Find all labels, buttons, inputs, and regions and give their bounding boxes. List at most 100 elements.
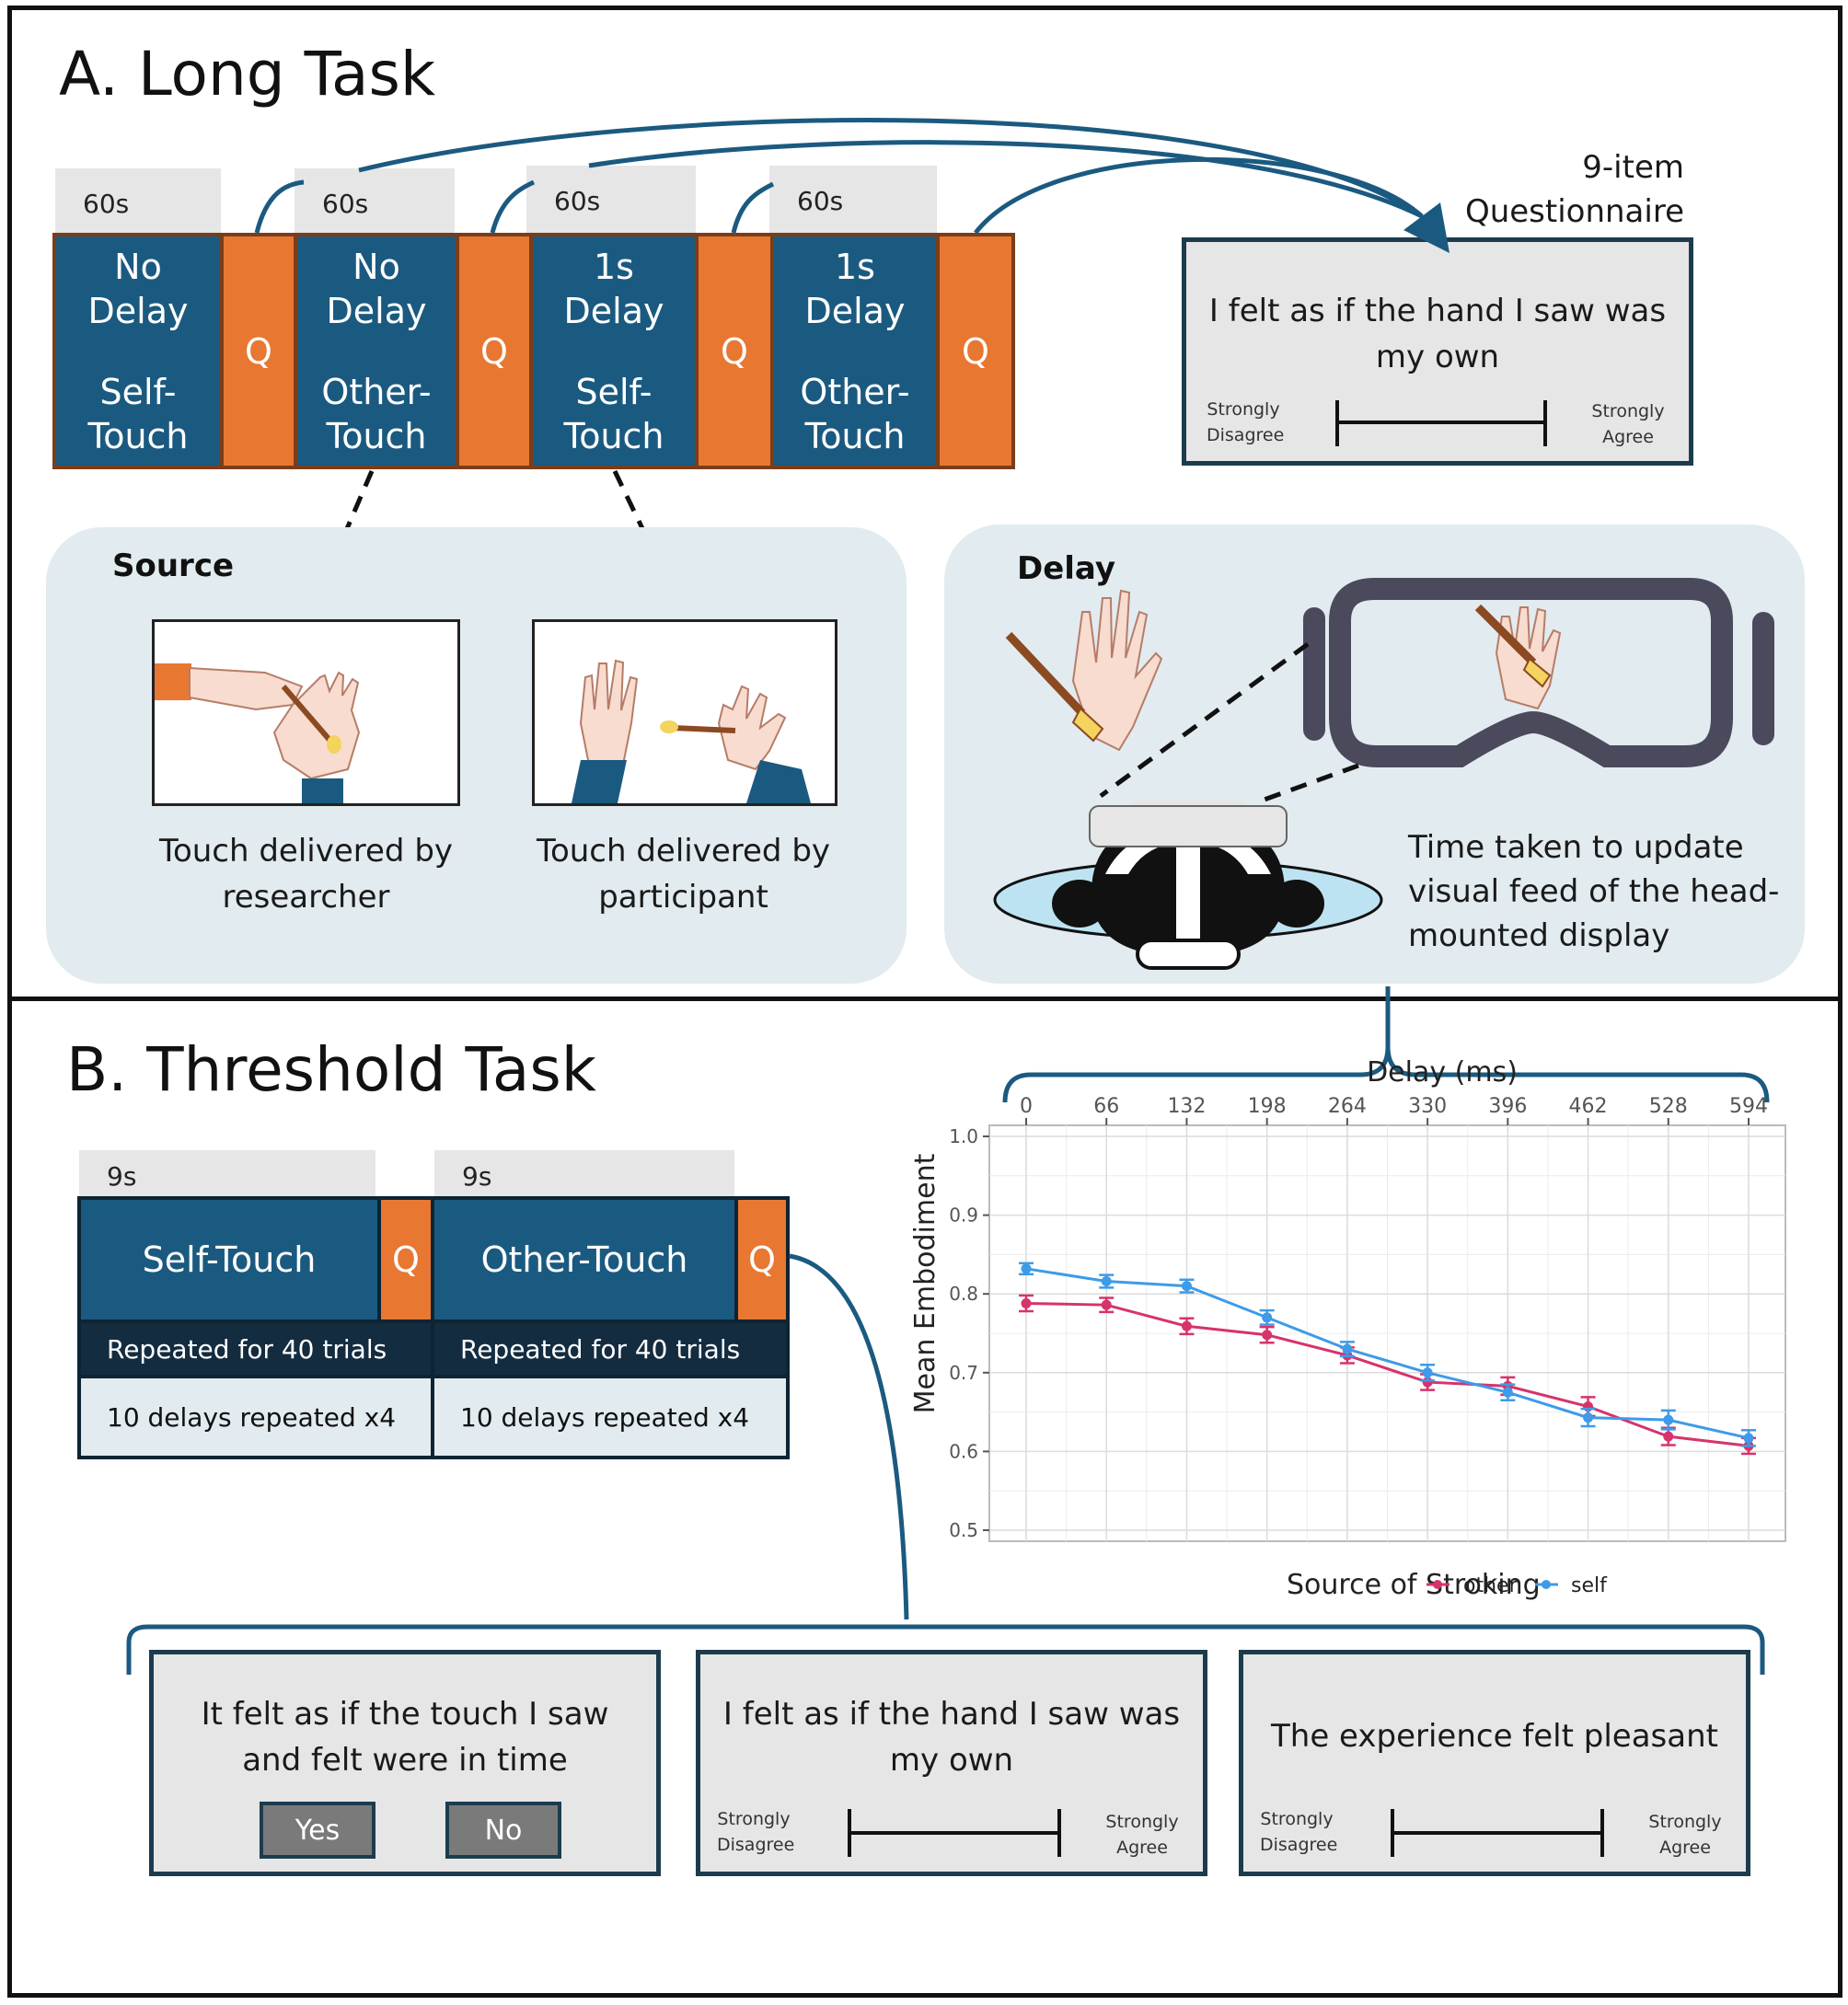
duration-label: 9s bbox=[434, 1150, 734, 1200]
participant-touch-illustration bbox=[532, 619, 837, 806]
scale-left-label: Strongly Disagree bbox=[1260, 1809, 1338, 1855]
question-connector bbox=[126, 1253, 1765, 1675]
scale-right-label: Strongly Agree bbox=[1648, 1812, 1722, 1858]
x-tick-label: 594 bbox=[1729, 1095, 1768, 1118]
data-point-self bbox=[1583, 1412, 1594, 1423]
data-point-self bbox=[1342, 1343, 1353, 1354]
data-point-other bbox=[1021, 1297, 1032, 1308]
data-point-other bbox=[1101, 1299, 1112, 1310]
data-point-other bbox=[1181, 1320, 1192, 1331]
y-tick-label: 0.5 bbox=[949, 1519, 978, 1541]
legend-label-other: other bbox=[1463, 1574, 1519, 1597]
x-tick-label: 198 bbox=[1248, 1095, 1287, 1118]
y-tick-label: 0.6 bbox=[949, 1440, 978, 1462]
participant-top-view-icon bbox=[993, 801, 1383, 970]
legend-item-self: self bbox=[1535, 1574, 1608, 1597]
x-tick-label: 462 bbox=[1569, 1095, 1608, 1118]
delay-caption: Time taken to update visual feed of the … bbox=[1408, 829, 1780, 954]
x-tick-label: 330 bbox=[1408, 1095, 1447, 1118]
x-tick-label: 528 bbox=[1649, 1095, 1688, 1118]
source-panel-title: Source bbox=[112, 547, 235, 584]
caption-participant: Touch delivered by participant bbox=[536, 833, 831, 916]
yes-button[interactable]: Yes bbox=[260, 1802, 375, 1859]
questionnaire-title: 9-item Questionnaire bbox=[1417, 145, 1684, 234]
hand-brush-icon bbox=[155, 663, 361, 803]
x-tick-label: 0 bbox=[1020, 1095, 1033, 1118]
delay-panel-title: Delay bbox=[1017, 550, 1115, 587]
data-point-self bbox=[1101, 1276, 1112, 1287]
scale-left-label: Strongly Disagree bbox=[717, 1809, 795, 1855]
duration-label: 60s bbox=[295, 168, 455, 235]
questionnaire-block: Q bbox=[734, 1196, 790, 1323]
question-own-hand-box: I felt as if the hand I saw was my own S… bbox=[696, 1650, 1207, 1876]
x-tick-label: 396 bbox=[1488, 1095, 1527, 1118]
chart-bracket bbox=[1002, 986, 1770, 1103]
data-point-self bbox=[1262, 1312, 1273, 1323]
data-point-self bbox=[1181, 1281, 1192, 1292]
rating-scale-bar[interactable] bbox=[1335, 400, 1547, 446]
x-tick-label: 264 bbox=[1328, 1095, 1367, 1118]
embodiment-chart: 0.5 0.6 0.7 0.8 0.9 1.0 0 66 132 198 264 330 396 462 5… bbox=[909, 1056, 1786, 1601]
repeat-label: Repeated for 40 trials bbox=[77, 1319, 434, 1378]
no-button[interactable]: No bbox=[445, 1802, 561, 1859]
duration-label: 60s bbox=[526, 166, 696, 235]
rating-scale-bar[interactable] bbox=[848, 1809, 1061, 1857]
data-point-self bbox=[1743, 1433, 1754, 1444]
researcher-touch-illustration bbox=[152, 619, 460, 806]
rating-scale-bar[interactable] bbox=[1391, 1809, 1604, 1857]
question-pleasant-box: The experience felt pleasant Strongly Di… bbox=[1239, 1650, 1750, 1876]
y-tick-label: 0.7 bbox=[949, 1362, 978, 1384]
legend-title: Source of Stroking bbox=[1287, 1569, 1541, 1601]
question-text: my own bbox=[889, 1742, 1014, 1779]
y-axis-label: Mean Embodiment bbox=[909, 1153, 941, 1413]
questionnaire-item-text: I felt as if the hand I saw was my own bbox=[1208, 293, 1667, 375]
vr-headset-icon bbox=[1303, 578, 1774, 767]
scale-right-label: Strongly Agree bbox=[1105, 1812, 1179, 1858]
x-tick-label: 66 bbox=[1093, 1095, 1119, 1118]
data-point-self bbox=[1502, 1387, 1513, 1398]
long-task-title: A. Long Task bbox=[59, 39, 436, 109]
questionnaire-title-line1: 9-item bbox=[1582, 149, 1684, 186]
x-axis-label: Delay (ms) bbox=[1367, 1056, 1518, 1089]
block-self-touch: Self-Touch bbox=[77, 1196, 381, 1323]
question-text: I felt as if the hand I saw was bbox=[722, 1696, 1181, 1733]
x-tick-label: 132 bbox=[1167, 1095, 1206, 1118]
question-text: and felt were in time bbox=[242, 1742, 568, 1779]
hand-brush-icon bbox=[1005, 589, 1163, 752]
delays-label: 10 delays repeated x4 bbox=[431, 1375, 790, 1459]
connector-arcs bbox=[254, 118, 1450, 620]
series-line-other bbox=[1025, 1301, 1750, 1447]
question-in-time-box: It felt as if the touch I saw and felt w… bbox=[149, 1650, 661, 1876]
questionnaire-title-line2: Questionnaire bbox=[1464, 193, 1684, 230]
y-tick-label: 0.8 bbox=[949, 1283, 978, 1305]
threshold-task-frame bbox=[7, 997, 1842, 1998]
threshold-task-title: B. Threshold Task bbox=[66, 1034, 596, 1105]
caption-researcher: Touch delivered by researcher bbox=[158, 833, 454, 916]
duration-label: 60s bbox=[769, 166, 937, 235]
question-text: The experience felt pleasant bbox=[1271, 1718, 1718, 1755]
data-point-self bbox=[1422, 1367, 1433, 1378]
series-line-self bbox=[1025, 1267, 1750, 1440]
duration-label: 60s bbox=[55, 168, 221, 235]
data-point-self bbox=[1663, 1414, 1674, 1425]
questionnaire-item-box: I felt as if the hand I saw was my own S… bbox=[1182, 237, 1693, 466]
data-point-self bbox=[1021, 1263, 1032, 1274]
question-text: It felt as if the touch I saw bbox=[201, 1696, 609, 1733]
y-tick-label: 0.9 bbox=[949, 1204, 978, 1227]
data-point-other bbox=[1663, 1431, 1674, 1442]
scale-left-label: Strongly Disagree bbox=[1207, 399, 1285, 445]
hands-brush-icon bbox=[572, 659, 811, 803]
data-point-other bbox=[1262, 1330, 1273, 1341]
duration-label: 9s bbox=[79, 1150, 375, 1200]
delays-label: 10 delays repeated x4 bbox=[77, 1375, 434, 1459]
questionnaire-block: Q bbox=[936, 233, 1015, 469]
delay-illustration bbox=[993, 578, 1774, 970]
scale-right-label: Strongly Agree bbox=[1591, 401, 1665, 447]
legend-label-self: self bbox=[1571, 1574, 1608, 1597]
legend-item-other: other bbox=[1426, 1574, 1519, 1597]
y-tick-label: 1.0 bbox=[949, 1125, 978, 1147]
